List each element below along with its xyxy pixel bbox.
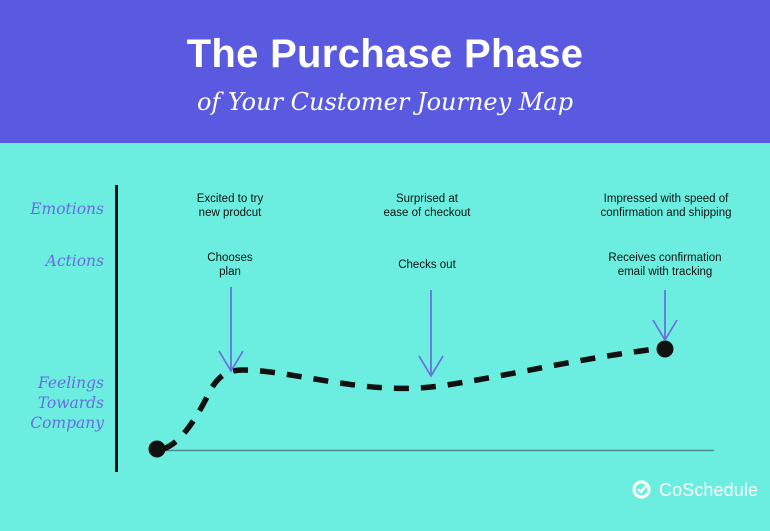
axis-row-label-emotions: Emotions bbox=[30, 200, 104, 218]
curve-end-point bbox=[656, 340, 674, 358]
journey-chart: Emotions Actions Feelings Towards Compan… bbox=[0, 143, 770, 531]
page-subtitle: of Your Customer Journey Map bbox=[196, 88, 574, 116]
pointer-arrow-1 bbox=[218, 287, 244, 373]
check-circle-icon bbox=[632, 480, 651, 499]
annotation-emotion-1: Excited to try new prodcut bbox=[196, 193, 264, 219]
annotation-emotion-2: Surprised at ease of checkout bbox=[383, 193, 471, 219]
brand-name-label: CoSchedule bbox=[659, 479, 759, 500]
pointer-arrow-2 bbox=[418, 290, 444, 378]
annotation-action-2: Checks out bbox=[398, 259, 456, 271]
curve-start-point bbox=[148, 440, 166, 458]
page-title: The Purchase Phase bbox=[186, 32, 584, 76]
annotation-action-1: Chooses plan bbox=[207, 252, 253, 278]
journey-chart-svg bbox=[115, 185, 714, 472]
axis-row-label-actions: Actions bbox=[45, 252, 104, 270]
pointer-arrow-3 bbox=[652, 290, 678, 342]
journey-curve bbox=[161, 345, 666, 452]
brand-logo[interactable]: CoSchedule bbox=[631, 479, 758, 500]
annotation-emotion-3: Impressed with speed of confirmation and… bbox=[600, 193, 732, 219]
annotation-action-3: Receives confirmation email with trackin… bbox=[608, 252, 722, 278]
axis-row-label-feelings: Feelings Towards Company bbox=[30, 374, 104, 432]
header-banner: The Purchase Phase of Your Customer Jour… bbox=[0, 0, 770, 143]
